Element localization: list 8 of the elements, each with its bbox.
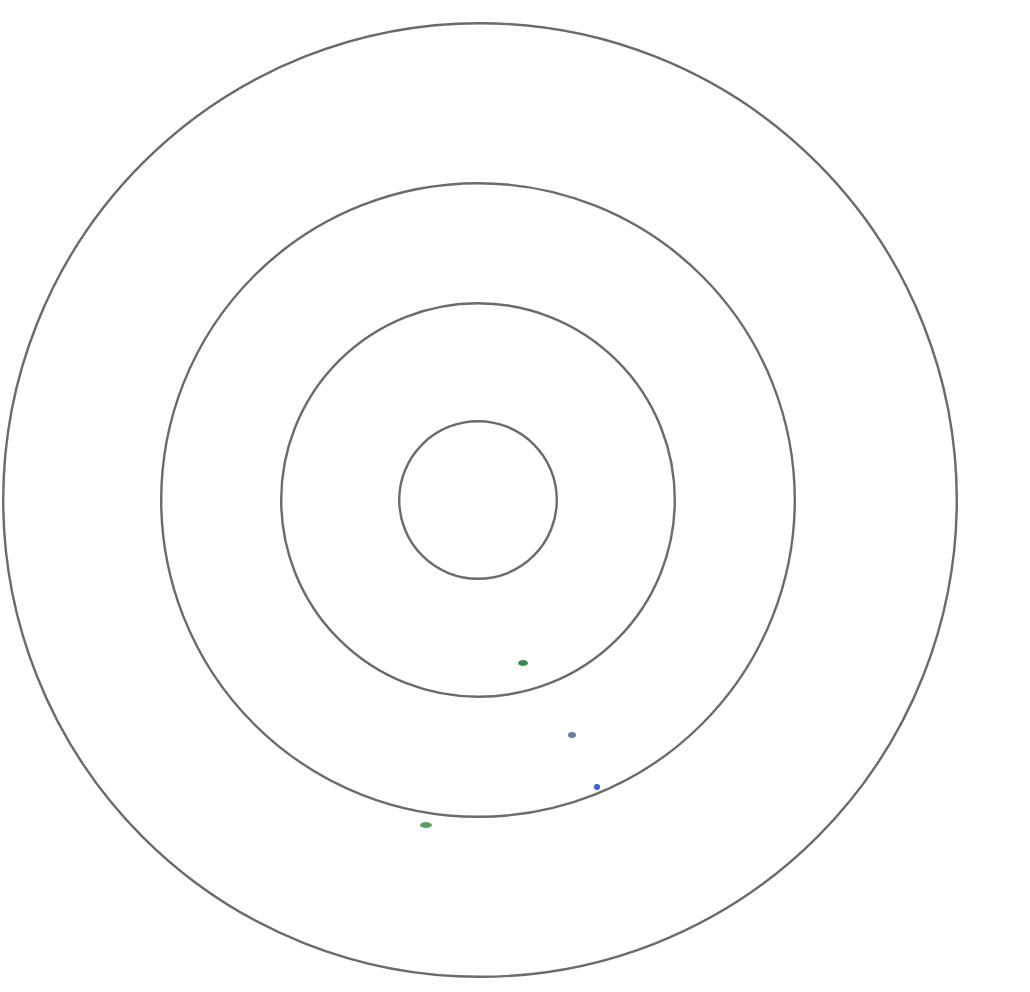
concentric-circle — [1, 22, 957, 978]
concentric-circle — [280, 302, 676, 698]
dot-icon — [567, 732, 575, 738]
dot-icon — [593, 784, 599, 790]
concentric-circle — [160, 182, 796, 818]
dot-icon — [419, 822, 431, 828]
dot-icon — [517, 660, 527, 666]
concentric-circle — [398, 420, 558, 580]
